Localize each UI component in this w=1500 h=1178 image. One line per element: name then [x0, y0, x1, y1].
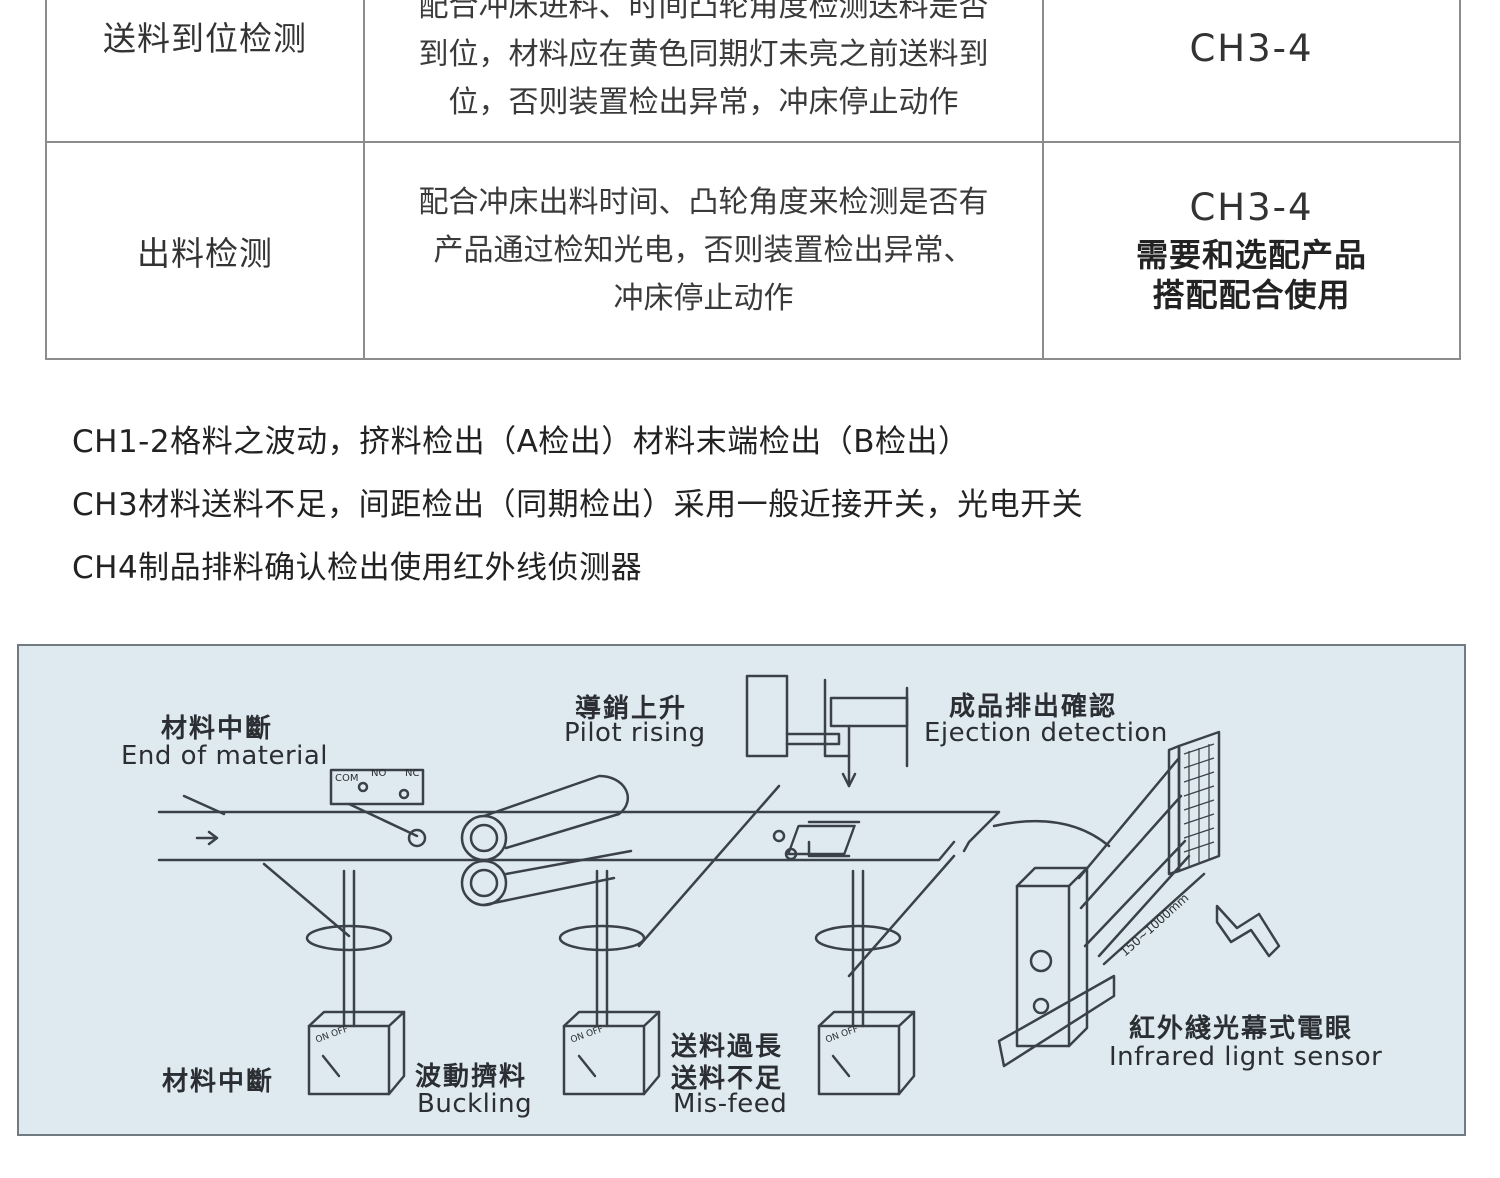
sensor-line-2 [637, 784, 781, 948]
label-material-break-cn: 材料中斷 [162, 1067, 275, 1097]
stand-3 [814, 869, 916, 1096]
spec-table: 送料到位检测 配合冲床进料、时间凸轮角度检测送料是否 到位，材料应在黄色同期灯未… [45, 0, 1461, 360]
material-strip [157, 810, 1001, 853]
code-note-line: 搭配配合使用 [1152, 276, 1351, 314]
table-row-2-description-line: 产品通过检知光电，否则装置检出异常、 [433, 232, 974, 268]
label-misfeed-cn-2: 送料不足 [671, 1064, 784, 1094]
label-end-of-material-en: End of material [121, 741, 329, 771]
table-border-right [1459, 0, 1461, 360]
label-infrared-en: Infrared lignt sensor [1109, 1042, 1383, 1072]
table-row-1-description-line: 位，否则装置检出异常，冲床停止动作 [448, 84, 959, 120]
table-row-2-description-line: 配合冲床出料时间、凸轮角度来检测是否有 [418, 184, 989, 220]
label-ejection-cn: 成品排出確認 [949, 692, 1118, 722]
press-feed-diagram: 材料中斷 End of material 導銷上升 Pilot rising 成… [17, 644, 1466, 1136]
range-arrow [1102, 872, 1206, 966]
table-row-1-name: 送料到位检测 [103, 19, 307, 58]
label-pilot-rising-cn: 導銷上升 [575, 694, 688, 724]
material-entry-line [182, 794, 226, 816]
ejected-part [1215, 904, 1281, 958]
material-strip-lower [157, 840, 956, 862]
table-divider-1 [363, 0, 365, 360]
label-switch-nc: NC [405, 768, 420, 779]
infrared-sensor [997, 866, 1116, 1068]
label-pilot-rising-en: Pilot rising [564, 718, 706, 748]
label-misfeed-cn-1: 送料過長 [671, 1032, 784, 1062]
table-row-2-description-line: 冲床停止动作 [613, 280, 794, 316]
diagram-drawing [157, 674, 1281, 1096]
stand-1 [305, 869, 406, 1096]
label-infrared-cn: 紅外綫光幕式電眼 [1129, 1014, 1354, 1044]
label-ejection-en: Ejection detection [924, 718, 1168, 748]
label-end-of-material-cn: 材料中斷 [161, 714, 274, 744]
stand-2 [558, 869, 661, 1096]
punched-shape-1 [807, 820, 861, 858]
table-row-2-description: 配合冲床出料时间、凸轮角度来检测是否有 产品通过检知光电，否则装置检出异常、 冲… [365, 143, 1042, 358]
label-buckling-en: Buckling [417, 1089, 533, 1119]
note-line-ch4: CH4制品排料确认检出使用红外线侦测器 [72, 550, 643, 586]
table-row-2-code-value: CH3-4 [1189, 186, 1314, 229]
label-misfeed-en: Mis-feed [673, 1089, 788, 1119]
punched-shape-2 [786, 824, 856, 856]
note-line-ch3: CH3材料送料不足，间距检出（同期检出）采用一般近接开关，光电开关 [72, 487, 1084, 523]
table-border-left [45, 0, 47, 360]
table-row-2-code: CH3-4 需要和选配产品 搭配配合使用 [1044, 143, 1459, 358]
table-row-divider [45, 141, 1461, 143]
label-switch-no: NO [371, 768, 387, 779]
limit-switch [329, 768, 425, 806]
sensor-line-1 [262, 862, 351, 938]
note-line-ch1-2: CH1-2格料之波动，挤料检出（A检出）材料末端检出（B检出） [72, 424, 970, 460]
feed-roller-top [460, 814, 508, 862]
table-row-2-name: 出料检测 [137, 233, 273, 273]
table-row-1-description-line: 到位，材料应在黄色同期灯未亮之前送料到 [418, 36, 989, 72]
light-curtain-receiver [1167, 730, 1221, 876]
pilot-probe-switch [745, 674, 789, 758]
code-note-line: 需要和选配产品 [1135, 236, 1367, 274]
table-row-1-code: CH3-4 [1044, 8, 1459, 88]
table-row-1-description-line: 配合冲床进料、时间凸轮角度检测送料是否 [418, 0, 989, 24]
table-row-1-description: 配合冲床进料、时间凸轮角度检测送料是否 到位，材料应在黄色同期灯未亮之前送料到 … [365, 0, 1042, 141]
table-border-bottom [45, 358, 1461, 360]
feed-roller-bottom [460, 859, 508, 907]
label-switch-com: COM [335, 773, 359, 784]
table-row-2-code-note: 需要和选配产品 搭配配合使用 [1136, 235, 1367, 315]
label-buckling-cn: 波動擠料 [415, 1062, 528, 1092]
sensor-line-3 [847, 854, 956, 978]
table-row-1-code-value: CH3-4 [1189, 26, 1314, 70]
table-divider-2 [1042, 0, 1044, 360]
